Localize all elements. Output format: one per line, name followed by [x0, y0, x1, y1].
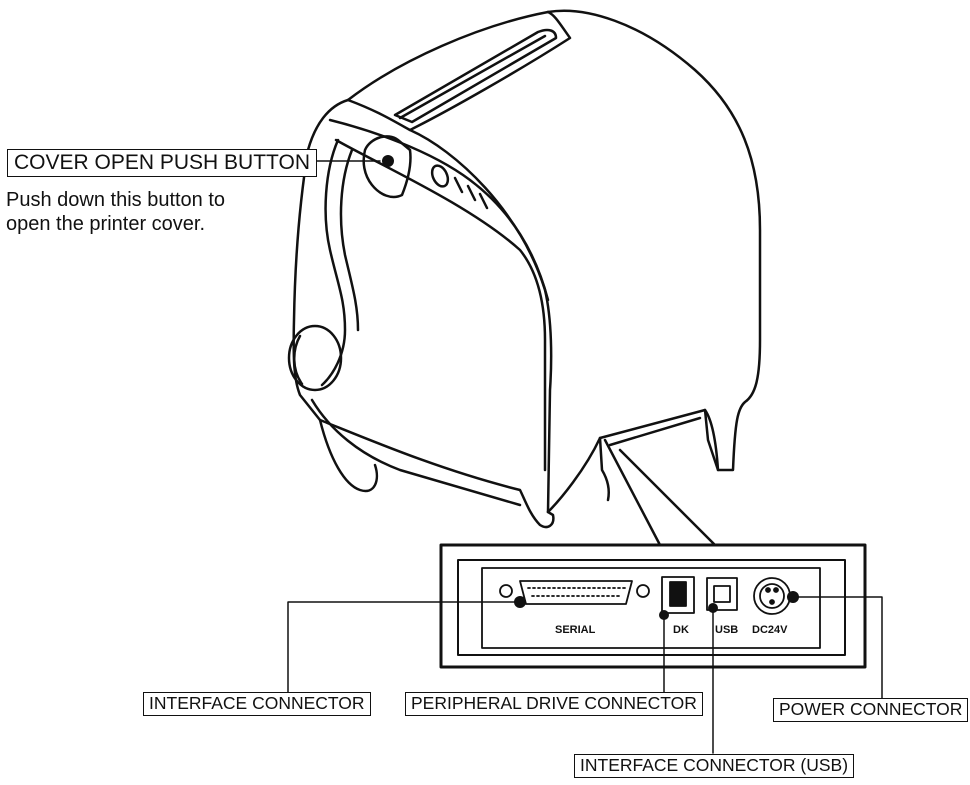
interface-connector-label: INTERFACE CONNECTOR [143, 692, 371, 716]
serial-port-label: SERIAL [555, 624, 596, 636]
cover-description-line-1: Push down this button to [6, 189, 226, 211]
inset-leader [603, 438, 717, 547]
callout-dots [382, 155, 799, 620]
callout-lines [286, 160, 883, 754]
dc24v-port [753, 577, 791, 615]
cover-description-line-2: open the printer cover. [6, 213, 206, 235]
peripheral-drive-connector-label: PERIPHERAL DRIVE CONNECTOR [405, 692, 703, 716]
cover-open-push-button-label: COVER OPEN PUSH BUTTON [7, 149, 317, 177]
dk-port-label: DK [673, 624, 689, 636]
cover-button-description: Push down this button to open the printe… [6, 188, 225, 236]
printer-body [287, 9, 762, 529]
serial-port [499, 580, 650, 605]
usb-port [706, 577, 738, 611]
rear-panel-inset [439, 543, 867, 669]
dk-port [661, 576, 695, 614]
power-connector-label: POWER CONNECTOR [773, 698, 969, 722]
dc24v-port-label: DC24V [752, 624, 788, 636]
interface-connector-usb-label: INTERFACE CONNECTOR (USB) [574, 754, 855, 778]
usb-port-label: USB [715, 624, 738, 636]
